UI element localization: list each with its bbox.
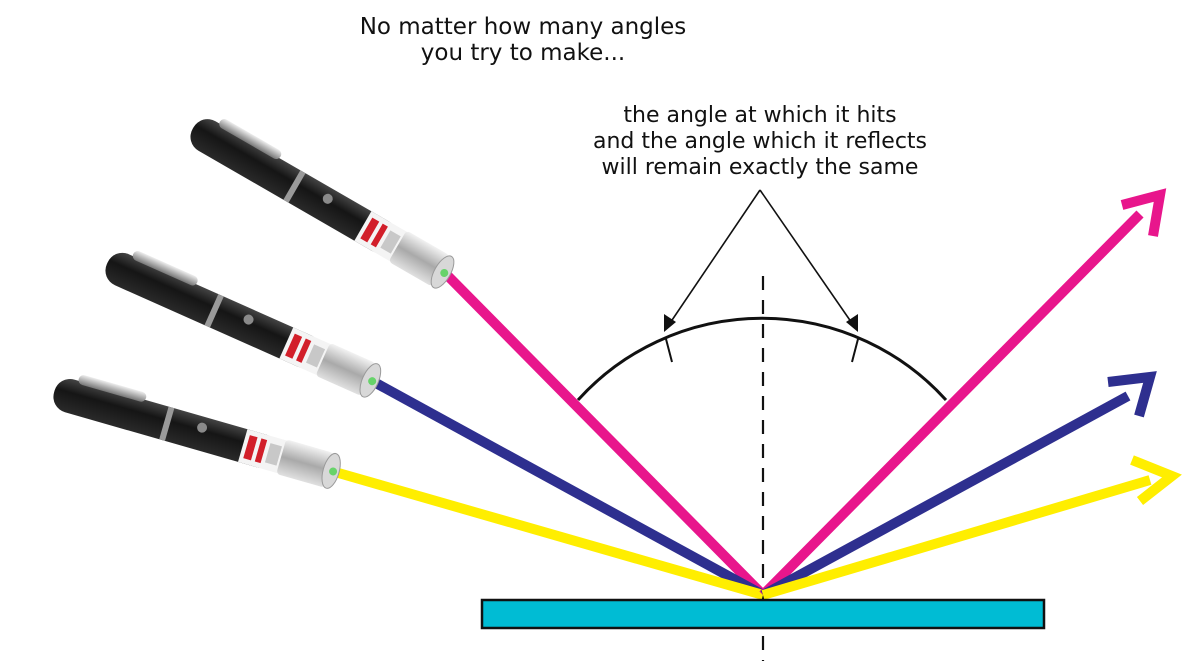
arc-tick-right	[852, 339, 858, 362]
incident-rays	[335, 274, 763, 595]
reflected-rays	[763, 214, 1150, 595]
annotation-arrows	[666, 190, 856, 329]
caption-angle-line2: and the angle which it reflects	[593, 129, 927, 154]
incident-ray-blue	[374, 382, 763, 595]
caption-top-line2: you try to make...	[421, 40, 625, 66]
caption-angle-line3: will remain exactly the same	[602, 155, 919, 180]
reflected-ray-blue	[763, 396, 1128, 595]
arrowhead-blue	[1108, 377, 1150, 416]
arc-tick-left	[666, 339, 672, 362]
laser-pointer-icon	[184, 107, 461, 291]
laser-pointer-icon	[49, 368, 345, 490]
caption-angle-line1: the angle at which it hits	[623, 103, 896, 128]
mirror-surface	[482, 600, 1044, 628]
laser-pointer-icon	[100, 241, 387, 400]
caption-top-line1: No matter how many angles	[360, 14, 687, 40]
